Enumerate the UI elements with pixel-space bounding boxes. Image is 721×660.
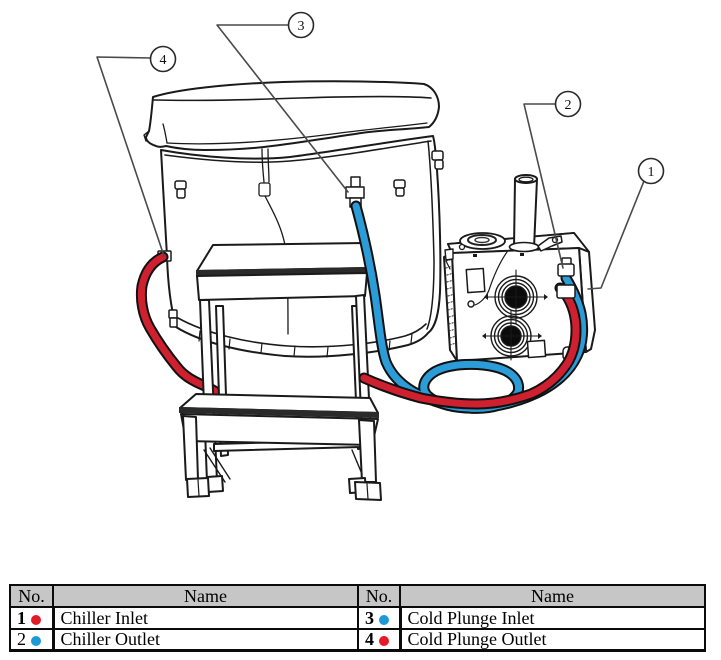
svg-text:2: 2 xyxy=(565,98,572,113)
svg-text:1: 1 xyxy=(648,165,655,180)
svg-text:3: 3 xyxy=(298,19,305,34)
svg-text:4: 4 xyxy=(160,53,167,68)
